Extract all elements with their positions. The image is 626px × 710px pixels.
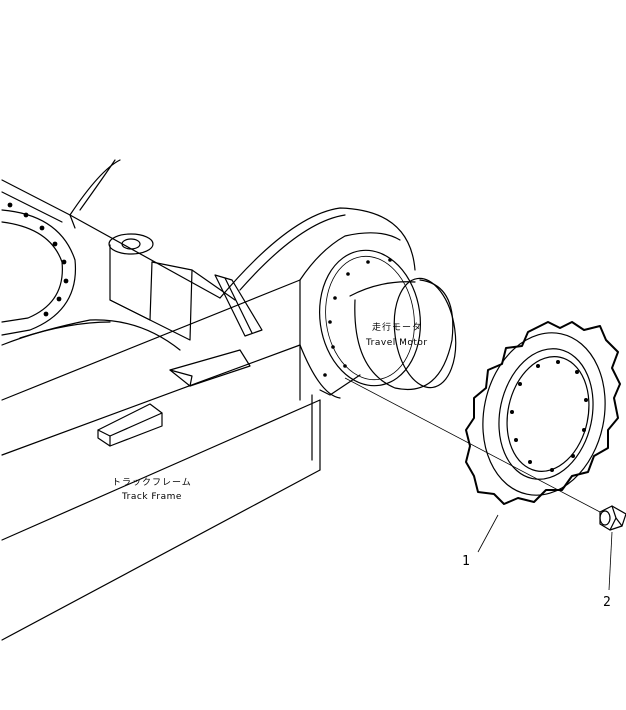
callout-number-2: 2 — [603, 595, 611, 610]
sprocket — [465, 321, 621, 505]
track-frame-label-en: Track Frame — [121, 492, 182, 502]
assembly-center-line — [344, 377, 601, 513]
track-frame — [1, 159, 321, 641]
travel-motor-label-jp: 走行モータ — [372, 321, 422, 333]
callout-leader-2 — [608, 531, 613, 591]
callout-number-1: 1 — [462, 554, 470, 569]
callout-leader-1 — [477, 514, 499, 553]
motor-housing — [219, 207, 457, 401]
travel-motor-label-en: Travel Motor — [365, 338, 428, 348]
bolt — [599, 505, 626, 531]
track-frame-label-jp: トラックフレーム — [112, 477, 192, 488]
